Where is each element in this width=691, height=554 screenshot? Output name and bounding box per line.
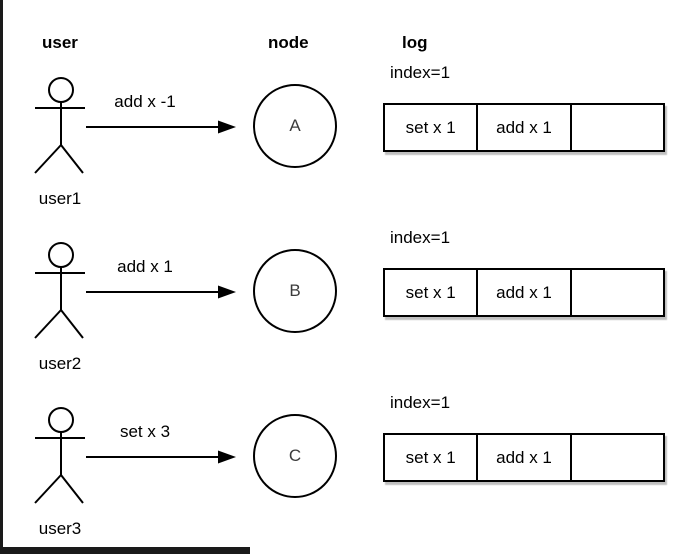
log-table: set x 1 add x 1 xyxy=(383,103,665,152)
message-label: set x 3 xyxy=(119,422,171,441)
diagram-row-3: user3 set x 3 C index=1 set x 1 add x 1 xyxy=(0,330,691,538)
node-circle: C xyxy=(253,414,337,498)
stick-figure-icon xyxy=(33,407,87,505)
column-header-log: log xyxy=(402,33,428,52)
user-label: user3 xyxy=(38,519,82,538)
diagram-row-2: user2 add x 1 B index=1 set x 1 add x 1 xyxy=(0,165,691,373)
log-cell: add x 1 xyxy=(478,435,572,480)
page-left-border xyxy=(0,0,3,554)
user-label: user2 xyxy=(38,354,82,373)
log-cell: set x 1 xyxy=(385,270,479,315)
arrow-right-icon xyxy=(85,284,237,300)
log-cell: set x 1 xyxy=(385,435,479,480)
log-cell: add x 1 xyxy=(478,105,572,150)
message-label: add x 1 xyxy=(117,257,173,276)
log-table: set x 1 add x 1 xyxy=(383,433,665,482)
page-bottom-bar xyxy=(0,547,250,554)
log-cell: set x 1 xyxy=(385,105,479,150)
arrow-right-icon xyxy=(85,119,237,135)
node-circle: B xyxy=(253,249,337,333)
column-header-node: node xyxy=(268,33,309,52)
log-cell xyxy=(572,105,663,150)
arrow-right-icon xyxy=(85,449,237,465)
stick-figure-icon xyxy=(33,77,87,175)
node-circle: A xyxy=(253,84,337,168)
log-index-label: index=1 xyxy=(390,63,451,82)
log-cell: add x 1 xyxy=(478,270,572,315)
log-index-label: index=1 xyxy=(390,393,451,412)
log-cell xyxy=(572,435,663,480)
message-label: add x -1 xyxy=(114,92,176,111)
diagram-row-1: user1 add x -1 A index=1 set x 1 add x 1 xyxy=(0,0,691,208)
stick-figure-icon xyxy=(33,242,87,340)
column-header-user: user xyxy=(42,33,78,52)
user-label: user1 xyxy=(38,189,82,208)
log-cell xyxy=(572,270,663,315)
log-table: set x 1 add x 1 xyxy=(383,268,665,317)
log-index-label: index=1 xyxy=(390,228,451,247)
